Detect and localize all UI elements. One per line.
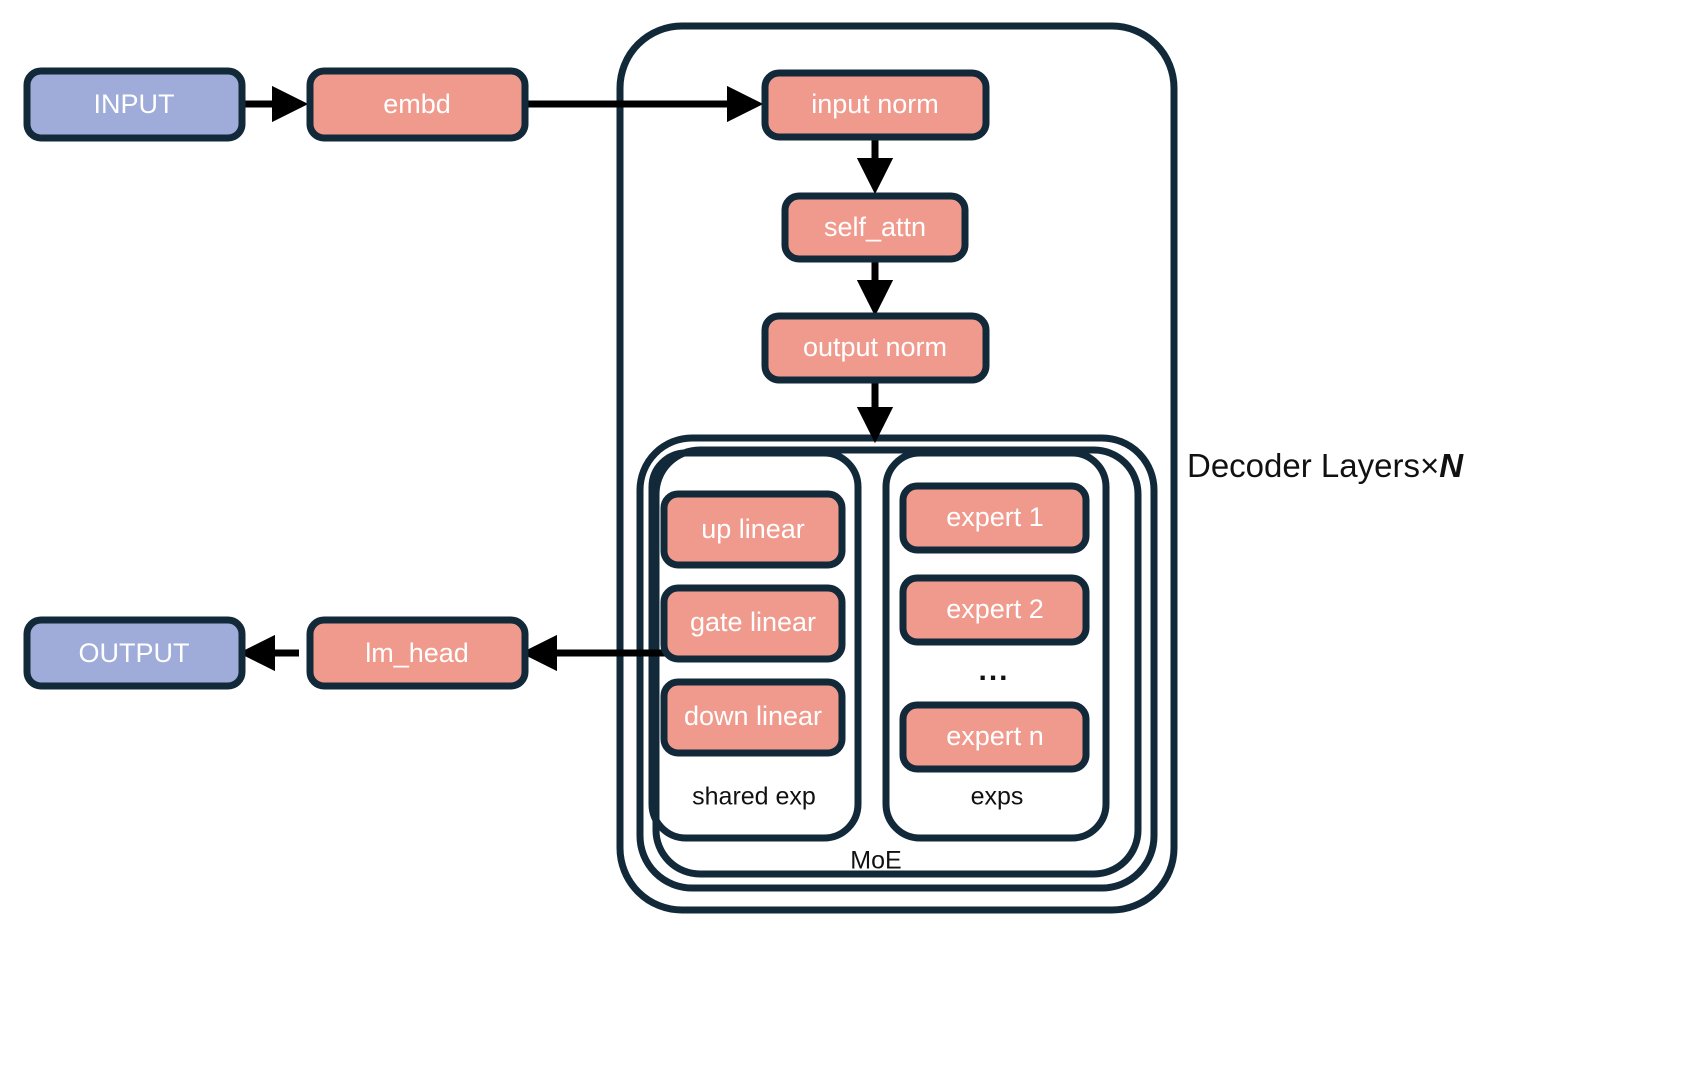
decoder-layers-annotation-prefix: Decoder Layers× (1187, 447, 1439, 484)
node-gate-linear[interactable]: gate linear (660, 584, 846, 663)
node-self-attn[interactable]: self_attn (781, 192, 969, 263)
node-input-norm-label: input norm (811, 89, 939, 119)
node-output-norm-box[interactable] (761, 312, 990, 384)
exps-group-label: exps (971, 783, 1024, 811)
node-expert-1-box[interactable] (899, 482, 1090, 554)
node-input-norm[interactable]: input norm (761, 69, 990, 141)
node-down-linear[interactable]: down linear (660, 678, 846, 757)
experts-ellipsis: ... (978, 654, 1009, 687)
node-up-linear-label: up linear (701, 514, 805, 544)
node-lm-head-box[interactable] (306, 616, 529, 690)
node-embd-label: embd (383, 89, 451, 119)
node-expert-2[interactable]: expert 2 (899, 574, 1090, 646)
node-expert-1[interactable]: expert 1 (899, 482, 1090, 554)
node-gate-linear-label: gate linear (690, 607, 816, 637)
node-output-box[interactable] (23, 616, 246, 690)
node-expert-n-label: expert n (946, 721, 1044, 751)
node-self-attn-box[interactable] (781, 192, 969, 263)
node-expert-2-box[interactable] (899, 574, 1090, 646)
node-down-linear-label: down linear (684, 701, 822, 731)
node-lm-head[interactable]: lm_head (306, 616, 529, 690)
shared-exp-group-label: shared exp (692, 783, 816, 811)
node-expert-n-box[interactable] (899, 701, 1090, 773)
node-self-attn-label: self_attn (824, 212, 926, 242)
node-input-box[interactable] (23, 67, 246, 142)
node-gate-linear-box[interactable] (660, 584, 846, 663)
node-down-linear-box[interactable] (660, 678, 846, 757)
node-expert-n[interactable]: expert n (899, 701, 1090, 773)
node-up-linear[interactable]: up linear (660, 490, 846, 569)
node-up-linear-box[interactable] (660, 490, 846, 569)
node-embd-box[interactable] (306, 67, 529, 142)
node-output-norm-label: output norm (803, 332, 947, 362)
moe-group-label: MoE (850, 847, 901, 875)
decoder-layers-container (616, 22, 1178, 914)
decoder-layers-annotation-var: N (1439, 447, 1464, 484)
node-input[interactable]: INPUT (23, 67, 246, 142)
node-output-label: OUTPUT (79, 638, 190, 668)
node-expert-1-label: expert 1 (946, 502, 1044, 532)
node-input-label: INPUT (94, 89, 175, 119)
shared-exp-group (648, 449, 862, 842)
decoder-layers-annotation: Decoder Layers×N (1187, 447, 1464, 484)
exps-group (882, 449, 1110, 842)
node-embd[interactable]: embd (306, 67, 529, 142)
node-input-norm-box[interactable] (761, 69, 990, 141)
node-output-norm[interactable]: output norm (761, 312, 990, 384)
node-output[interactable]: OUTPUT (23, 616, 246, 690)
node-expert-2-label: expert 2 (946, 594, 1044, 624)
moe-container-outer (636, 434, 1158, 892)
moe-container-inner (652, 446, 1142, 878)
node-lm-head-label: lm_head (365, 638, 469, 668)
